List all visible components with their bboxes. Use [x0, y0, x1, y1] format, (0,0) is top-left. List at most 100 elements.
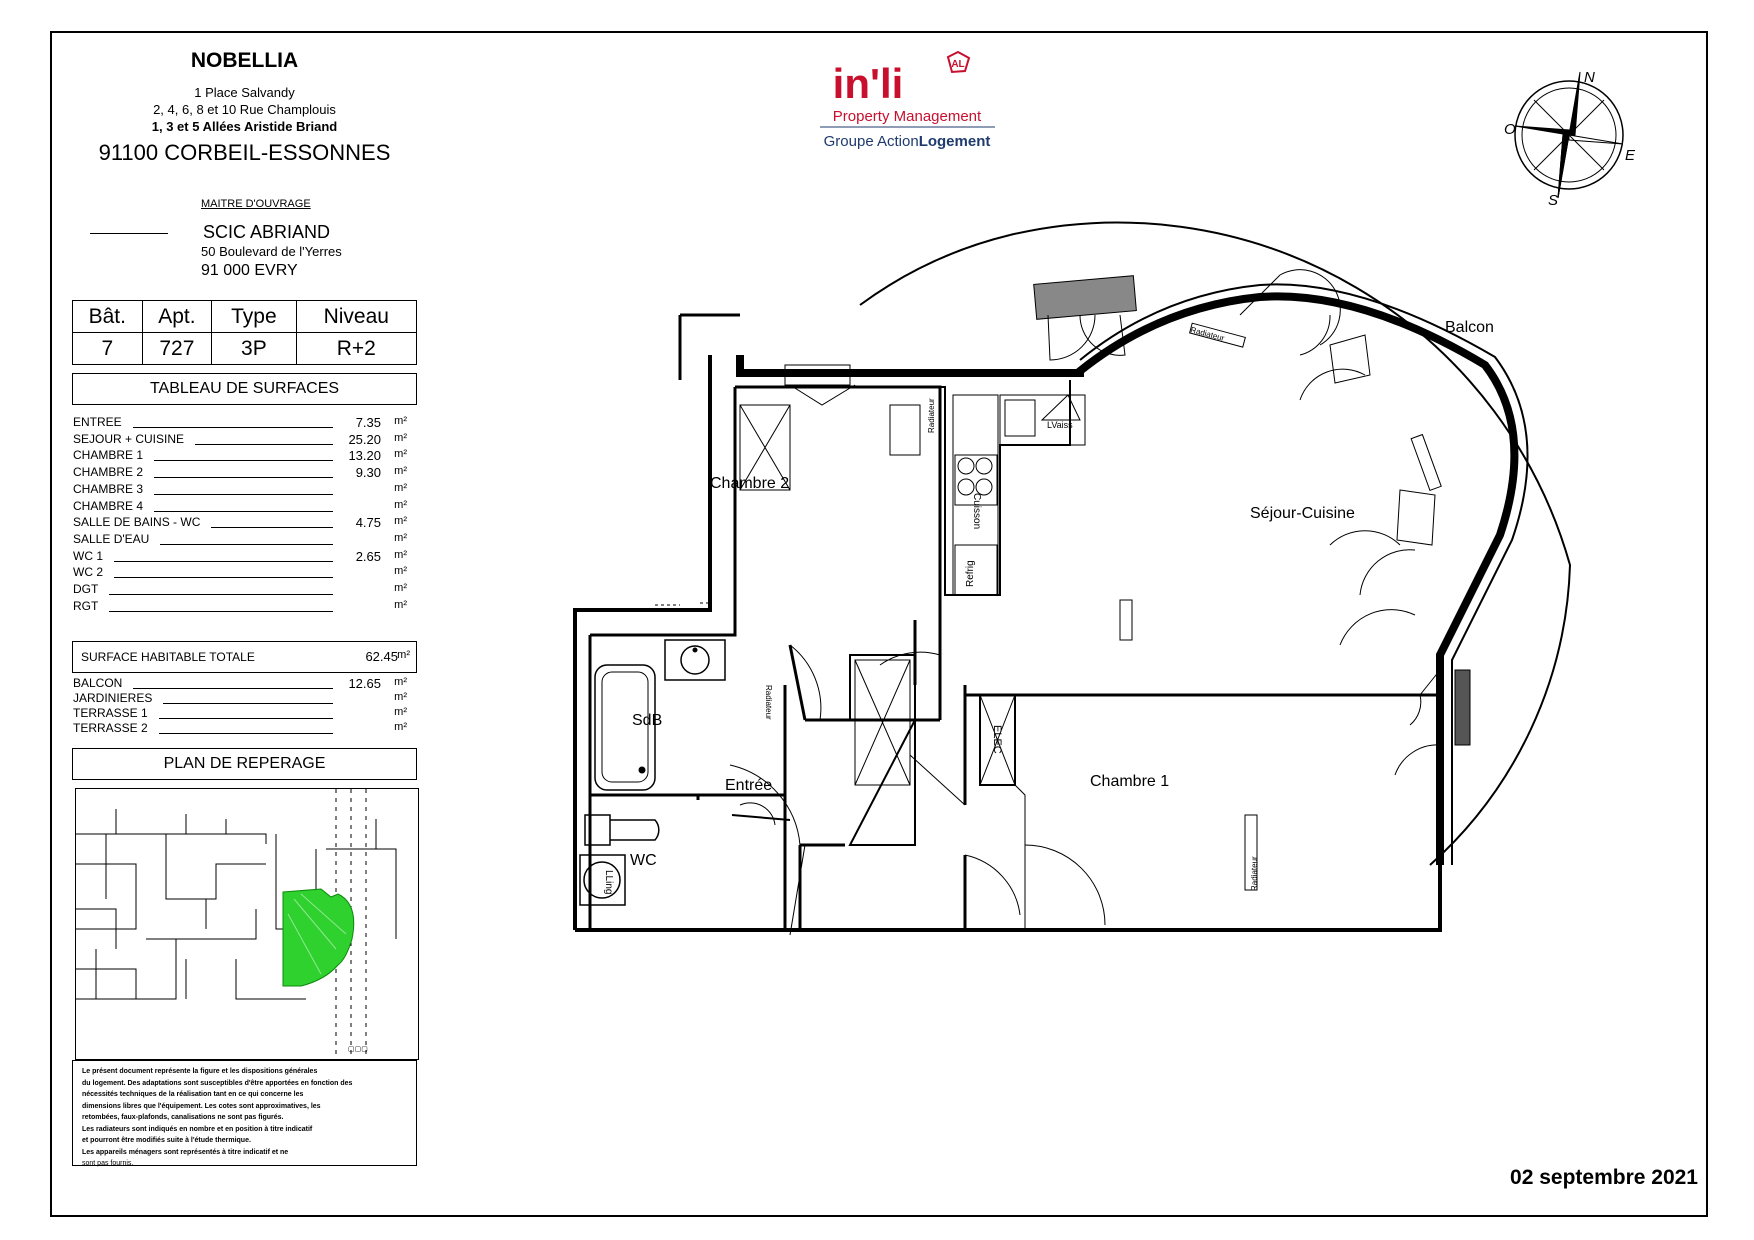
- owner-name: SCIC ABRIAND: [203, 222, 331, 242]
- disclaimer-box: [72, 1060, 417, 1166]
- surface-row-line: [195, 443, 333, 445]
- surface-row-label: SALLE DE BAINS - WC: [73, 515, 204, 530]
- owner-rule: [90, 233, 168, 234]
- note-line: Les radiateurs sont indiqués en nombre e…: [82, 1125, 313, 1133]
- surfaces-heading: TABLEAU DE SURFACES: [72, 373, 417, 405]
- surface-row-label: BALCON: [73, 676, 126, 690]
- logo-badge-icon: [946, 50, 971, 74]
- surface-row-label: TERRASSE 2: [73, 721, 151, 735]
- logo-line-1: Property Management: [833, 108, 982, 125]
- fixture-lvaiss: LVaiss: [1047, 420, 1073, 430]
- logo-badge: AL: [951, 59, 964, 70]
- compass-rose-icon: N E S O: [1504, 69, 1636, 209]
- surface-row-label: RGT: [73, 598, 102, 613]
- note-line: dimensions libres que l'équipement. Les …: [82, 1102, 321, 1110]
- surface-row-label: DGT: [73, 582, 102, 596]
- surface-row: DGT m²: [73, 582, 413, 597]
- surface-row-unit: m²: [394, 465, 407, 478]
- compass-west: O: [1504, 121, 1516, 138]
- total-surface-unit: m²: [397, 649, 410, 661]
- inli-logo: in'li AL Property Management Groupe Acti…: [820, 50, 995, 150]
- compass-south: S: [1548, 192, 1558, 209]
- surface-row-value: 12.65: [348, 676, 381, 691]
- surface-row-line: [154, 460, 333, 462]
- surface-row-unit: m²: [394, 548, 407, 561]
- surface-row-line: [154, 493, 333, 495]
- owner-street: 50 Boulevard de l'Yerres: [201, 244, 342, 259]
- surface-row-line: [211, 527, 333, 529]
- surface-row-value: 2.65: [355, 548, 381, 564]
- surface-row-line: [159, 733, 333, 734]
- surface-row-line: [109, 610, 333, 612]
- drawing-date: 02 septembre 2021: [1510, 1166, 1698, 1189]
- surface-row-label: ENTREE: [73, 415, 125, 429]
- highlighted-apartment: [282, 888, 355, 987]
- lot-header-bat: Bât.: [72, 300, 143, 333]
- surface-row-unit: m²: [394, 415, 407, 427]
- room-balcon: Balcon: [1445, 319, 1494, 336]
- location-plan: ▢▢▢: [75, 788, 419, 1060]
- surface-row-unit: m²: [394, 582, 407, 594]
- address-line-2: 2, 4, 6, 8 et 10 Rue Champlouis: [153, 102, 336, 117]
- lot-value-apt: 727: [141, 332, 213, 365]
- surface-row-unit: m²: [394, 515, 407, 528]
- surface-row-unit: m²: [394, 448, 407, 461]
- lot-value-type: 3P: [211, 332, 297, 365]
- room-chambre-1: Chambre 1: [1090, 773, 1169, 790]
- surface-row-label: WC 2: [73, 565, 106, 580]
- surface-row: RGT m²: [73, 598, 413, 614]
- surface-row-label: CHAMBRE 4: [73, 498, 147, 513]
- surface-row-value: 13.20: [348, 448, 381, 464]
- address-line-3: 1, 3 et 5 Allées Aristide Briand: [151, 119, 338, 134]
- lot-header-type: Type: [211, 300, 297, 333]
- note-line: retombées, faux-plafonds, canalisations …: [82, 1114, 284, 1121]
- surface-row-unit: m²: [394, 676, 407, 688]
- fixture-radiateur-sejour: Radiateur: [1189, 325, 1225, 343]
- surface-row-line: [133, 688, 333, 689]
- fixture-radiateur-chambre1: Radiateur: [1250, 856, 1259, 891]
- surface-row-line: [114, 577, 333, 579]
- lot-value-niveau: R+2: [295, 332, 418, 365]
- surface-row-label: TERRASSE 1: [73, 706, 151, 720]
- note-line: sont pas fournis.: [82, 1160, 134, 1167]
- surface-row-unit: m²: [394, 706, 407, 718]
- room-chambre-2: Chambre 2: [710, 475, 789, 492]
- owner-city: 91 000 EVRY: [201, 262, 298, 279]
- balcony-outline: [1009, 221, 1572, 866]
- fixture-refrig: Refrig: [965, 560, 976, 587]
- surface-row-value: 7.35: [355, 415, 381, 430]
- lot-table: Bât. Apt. Type Niveau 7 727 3P R+2: [72, 300, 418, 365]
- surface-row: TERRASSE 1 m²: [73, 706, 413, 721]
- lot-header-apt: Apt.: [141, 300, 213, 333]
- surface-row-label: SEJOUR + CUISINE: [73, 431, 188, 446]
- surface-row-label: CHAMBRE 1: [73, 448, 147, 463]
- fixture-lling: LLing: [603, 870, 614, 894]
- room-sejour-cuisine: Séjour-Cuisine: [1250, 505, 1355, 522]
- surface-row-line: [163, 703, 333, 704]
- exterior-wall-curve: [736, 292, 1519, 865]
- surface-row-line: [154, 510, 333, 512]
- fixture-radiateur-chambre2: Radiateur: [927, 398, 936, 433]
- lot-header-niveau: Niveau: [295, 300, 418, 333]
- room-entree: Entrée: [725, 777, 772, 794]
- surface-row-line: [114, 560, 333, 562]
- compass-north: N: [1584, 69, 1595, 86]
- location-plan-drawing: ▢▢▢: [76, 789, 397, 1058]
- surface-row: CHAMBRE 1 13.20 m²: [73, 448, 413, 463]
- note-line: Les appareils ménagers sont représentés …: [82, 1148, 289, 1156]
- surface-row-line: [160, 543, 333, 545]
- total-surface-box: SURFACE HABITABLE TOTALE 62.45 m²: [72, 641, 417, 673]
- surface-row-value: 25.20: [348, 431, 381, 447]
- lot-value-bat: 7: [72, 332, 143, 365]
- project-name: NOBELLIA: [190, 49, 299, 72]
- surface-row-unit: m²: [394, 598, 407, 611]
- surface-row-label: SALLE D'EAU: [73, 531, 153, 546]
- svg-text:▢▢▢: ▢▢▢: [348, 1045, 368, 1053]
- total-surface-label: SURFACE HABITABLE TOTALE: [81, 650, 255, 664]
